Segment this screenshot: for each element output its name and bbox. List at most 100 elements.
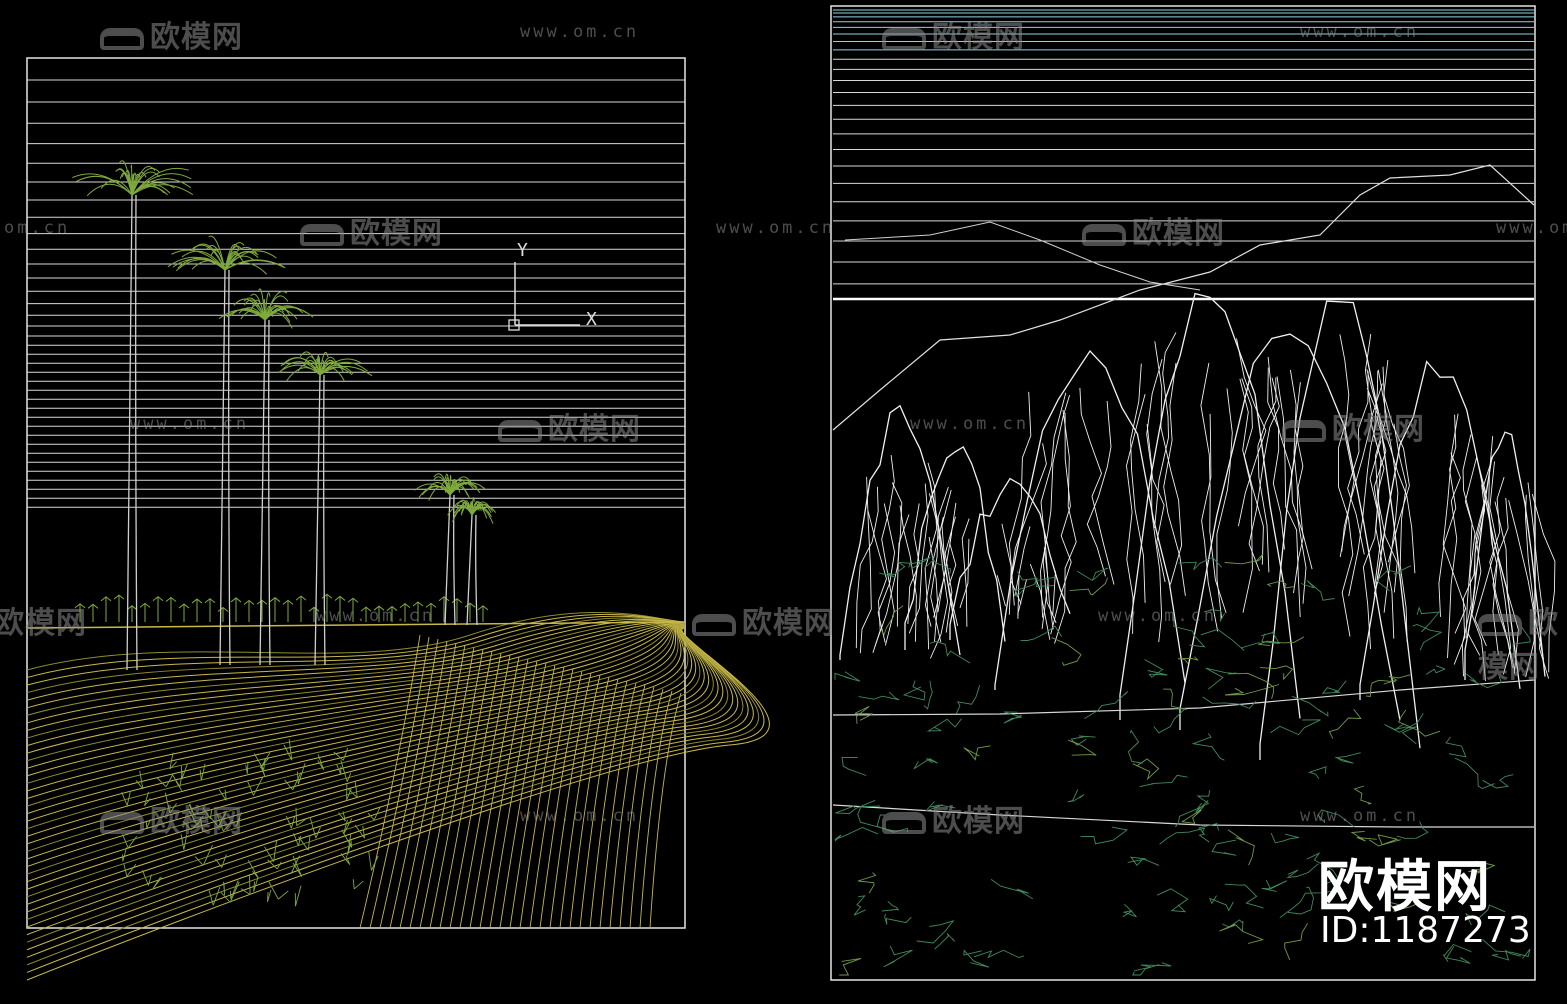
- vegetation-stroke: [957, 685, 980, 713]
- vegetation-stroke: [1384, 675, 1410, 684]
- vegetation-stroke: [1262, 880, 1287, 892]
- palm-trunk: [454, 495, 455, 625]
- rock-outline: [905, 447, 1005, 650]
- rock-crack: [1002, 524, 1011, 615]
- rock-crack: [960, 539, 969, 608]
- ground-contour-line: [27, 624, 685, 761]
- rock-crack: [1201, 363, 1226, 613]
- watermark-logo: 欧模网: [100, 796, 243, 840]
- vegetation-stroke: [842, 757, 866, 775]
- vegetation-stroke: [1160, 828, 1205, 844]
- rock-outline: [995, 351, 1185, 690]
- vegetation-stroke: [991, 879, 1033, 899]
- palm-trunk: [220, 270, 225, 665]
- vegetation-stroke: [854, 896, 866, 915]
- ground-contour-line: [650, 693, 681, 928]
- vegetation-stroke: [1021, 626, 1062, 641]
- vegetation-stroke: [1077, 568, 1107, 580]
- vegetation-stroke: [1426, 666, 1445, 675]
- grass-tuft: [347, 784, 352, 800]
- vegetation-stroke: [1128, 857, 1159, 865]
- vegetation-stroke: [1068, 790, 1084, 802]
- grass-tuft: [200, 764, 205, 781]
- vegetation-stroke: [1329, 709, 1360, 738]
- ground-contour-line: [530, 669, 573, 928]
- shrub-mark: [153, 597, 163, 622]
- rock-peak: [840, 406, 960, 660]
- vegetation-stroke: [1228, 830, 1254, 865]
- shrub-mark: [257, 600, 267, 622]
- vegetation-stroke: [1193, 733, 1224, 760]
- vegetation-stroke: [1355, 786, 1372, 804]
- watermark-logo: 欧模网: [1082, 208, 1225, 252]
- vegetation-stroke: [1068, 740, 1096, 755]
- watermark-url: www.om.cn: [716, 218, 835, 238]
- rock-peak: [995, 351, 1185, 690]
- vegetation-stroke: [859, 692, 900, 700]
- vegetation-stroke: [882, 901, 899, 911]
- ground-contour-line: [510, 665, 555, 928]
- shrub-mark: [114, 595, 124, 622]
- shrub-mark: [192, 599, 202, 622]
- vegetation-stroke: [858, 873, 876, 894]
- shrub-mark: [88, 604, 98, 622]
- vegetation-stroke: [930, 641, 970, 663]
- shrub-mark: [244, 601, 254, 622]
- watermark-logo: 欧模网: [0, 598, 87, 642]
- vegetation-stroke: [964, 746, 991, 760]
- vegetation-stroke: [1323, 681, 1346, 694]
- shrub-mark: [179, 604, 189, 622]
- vegetation-stroke: [1071, 736, 1095, 745]
- vegetation-stroke: [1417, 608, 1439, 632]
- vegetation-stroke: [1157, 889, 1188, 912]
- ground-contour-line: [550, 673, 591, 928]
- watermark-url: www.om.cn: [910, 414, 1029, 434]
- vegetation-stroke: [1219, 924, 1262, 943]
- vegetation-stroke: [1258, 637, 1304, 646]
- shrub-mark: [218, 608, 228, 622]
- grass-tuft: [341, 853, 350, 864]
- rock-peak: [905, 447, 1005, 650]
- shrub-mark: [465, 603, 475, 622]
- rock-crack: [1258, 378, 1276, 573]
- vegetation-stroke: [1352, 831, 1377, 841]
- vegetation-stroke: [835, 672, 860, 681]
- vegetation-stroke: [1081, 827, 1127, 844]
- vegetation-stroke: [1270, 720, 1320, 735]
- model-id-label: ID:1187273: [1320, 910, 1531, 951]
- vegetation-stroke: [1052, 638, 1082, 666]
- vegetation-stroke: [1309, 767, 1326, 779]
- watermark-url: www.om.cn: [520, 22, 639, 42]
- vegetation-stroke: [1123, 904, 1137, 916]
- grass-tuft: [136, 771, 143, 789]
- rock-crack: [1367, 369, 1415, 573]
- vegetation-stroke: [935, 934, 955, 950]
- vegetation-stroke: [839, 958, 861, 975]
- ground-contour-line: [27, 623, 685, 738]
- vegetation-stroke: [885, 914, 912, 924]
- watermark-logo: 欧模网: [498, 404, 641, 448]
- ground-contour-line: [450, 653, 501, 928]
- palm-tree: [415, 474, 485, 625]
- ground-contour-line: [27, 623, 685, 745]
- rock-crack: [856, 487, 878, 648]
- shrub-mark: [439, 597, 449, 622]
- vegetation-stroke: [1225, 554, 1263, 564]
- vegetation-stroke: [1210, 896, 1234, 911]
- watermark-logo: 欧模网: [300, 208, 443, 252]
- vegetation-stroke: [1017, 571, 1054, 586]
- rock-crack: [1363, 441, 1381, 650]
- vegetation-stroke: [1446, 737, 1466, 757]
- grass-tuft: [267, 890, 270, 902]
- shrub-mark: [127, 606, 137, 622]
- vegetation-stroke: [1260, 666, 1292, 679]
- watermark-logo: 欧模网: [1478, 598, 1567, 686]
- vegetation-stroke: [884, 946, 913, 967]
- vegetation-stroke: [928, 719, 961, 731]
- vegetation-stroke: [1212, 840, 1236, 855]
- watermark-url: www.om.cn: [316, 606, 435, 626]
- shrub-mark: [283, 600, 293, 622]
- watermark-logo: 欧模网: [100, 12, 243, 56]
- vegetation-stroke: [1128, 731, 1143, 764]
- palm-trunk: [229, 270, 230, 665]
